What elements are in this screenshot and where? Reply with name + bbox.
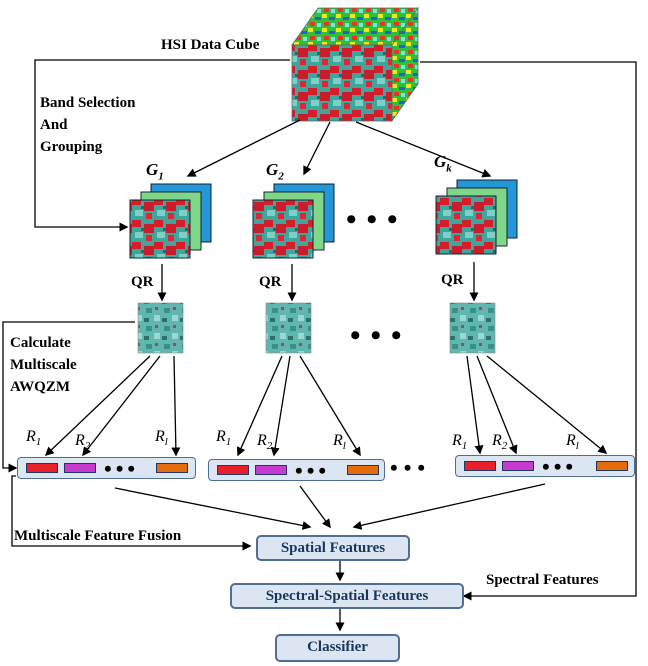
group-label-1: G1 [146, 160, 164, 183]
feature-bar-ellipsis: ••• [390, 455, 432, 480]
fusion-label: Multiscale Feature Fusion [14, 528, 182, 544]
qr-label-1: QR [131, 274, 154, 290]
rl-label-groupk: Rl [566, 432, 579, 453]
feature-bar-dots: ••• [542, 454, 578, 479]
group-label-k: Gk [434, 152, 452, 175]
qr-label-2: QR [259, 274, 282, 290]
feature-chip-r2 [64, 463, 96, 473]
qr-label-k: QR [441, 272, 464, 288]
feature-chip-r2 [502, 461, 534, 471]
arrow-cube-g2 [303, 121, 331, 176]
group-label-2: G2 [266, 160, 284, 183]
feature-bar-group1: ••• [17, 456, 196, 481]
arrow-bar2-spatial [299, 485, 331, 529]
arrow-r1-k [466, 355, 484, 455]
arrow-r1-2 [236, 355, 283, 457]
arrow-calc-bracket [2, 321, 135, 473]
calc-label-line2: Multiscale [10, 357, 77, 373]
spectral-spatial-features-box: Spectral-Spatial Features [230, 583, 464, 609]
feature-chip-r1 [217, 465, 249, 475]
r1-label-group1: R1 [26, 428, 42, 449]
feature-bar-group2: ••• [208, 458, 385, 483]
band-selection-label-line2: And [40, 117, 68, 133]
rl-label-group1: Rl [155, 428, 168, 449]
arrow-r2-2 [270, 355, 291, 457]
group-stack-1 [129, 183, 212, 259]
hsi-cube-label: HSI Data Cube [161, 37, 260, 53]
group-stack-k [435, 179, 518, 255]
spatial-features-box: Spatial Features [256, 535, 410, 561]
arrow-bar1-spatial [114, 487, 312, 530]
arrow-cube-gk [355, 121, 492, 178]
r1-label-groupk: R1 [452, 432, 468, 453]
arrow-band-selection [34, 59, 290, 232]
feature-chip-rl [347, 465, 379, 475]
band-selection-label-line3: Grouping [40, 139, 103, 155]
arrow-r1-1 [44, 355, 151, 457]
qr-ellipsis: ••• [350, 319, 412, 352]
rl-label-group2: Rl [333, 432, 346, 453]
feature-bar-dots: ••• [104, 456, 140, 481]
arrow-r2-k [476, 355, 518, 455]
spectral-features-label: Spectral Features [486, 572, 599, 588]
arrow-r2-1 [82, 355, 161, 457]
r2-label-group2: R2 [257, 432, 273, 453]
arrow-rl-1 [171, 355, 181, 457]
feature-chip-rl [156, 463, 188, 473]
arrow-fusion [11, 475, 252, 551]
feature-chip-rl [596, 461, 628, 471]
qr-image-2 [265, 302, 312, 354]
r2-label-groupk: R2 [492, 432, 508, 453]
calc-label-line1: Calculate [10, 335, 71, 351]
feature-chip-r1 [26, 463, 58, 473]
arrow-rl-2 [299, 355, 361, 457]
r2-label-group1: R2 [75, 432, 91, 453]
calc-label-line3: AWQZM [10, 379, 70, 395]
arrow-rl-k [486, 355, 608, 454]
qr-image-1 [137, 302, 184, 354]
arrow-bark-spatial [352, 483, 546, 530]
r1-label-group2: R1 [216, 428, 232, 449]
classifier-box: Classifier [275, 634, 400, 662]
arrow-cube-g1 [186, 119, 301, 177]
qr-image-k [449, 302, 496, 354]
hsi-cube-image [291, 6, 419, 123]
band-selection-label-line1: Band Selection [40, 95, 136, 111]
feature-bar-groupk: ••• [455, 454, 635, 479]
group-ellipsis: ••• [346, 203, 408, 236]
group-stack-2 [252, 183, 335, 259]
feature-bar-dots: ••• [295, 458, 331, 483]
arrow-spectral [420, 61, 637, 601]
feature-chip-r1 [464, 461, 496, 471]
feature-chip-r2 [255, 465, 287, 475]
